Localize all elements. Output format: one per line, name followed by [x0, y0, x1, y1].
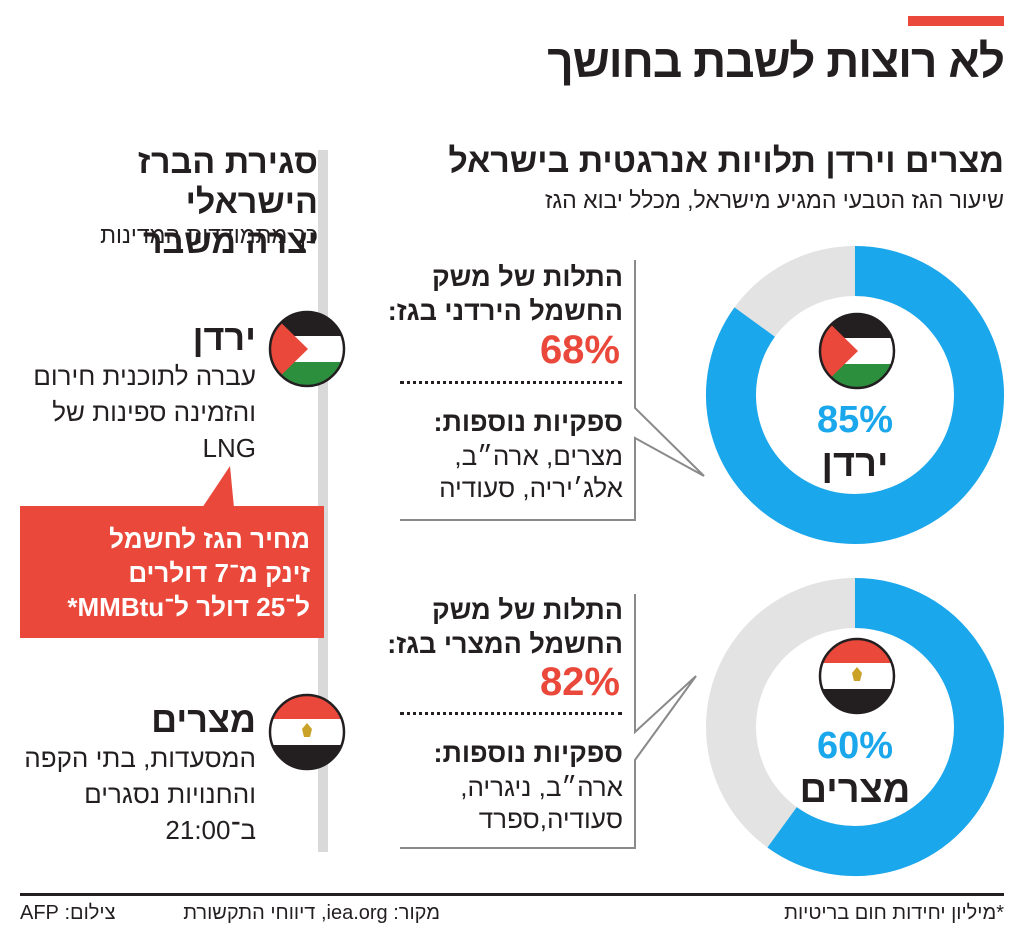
left-panel-header: סגירת הברז הישראלי יצרה משבר [18, 142, 318, 262]
egypt-value-label: 60% [816, 725, 894, 767]
price-callout-line2: זינק מ־7 דולרים [128, 558, 310, 588]
jordan-flag-icon [818, 312, 896, 390]
main-title: לא רוצות לשבת בחושך [547, 35, 1005, 87]
footer-source: מקור: iea.org, דיווחי התקשורת [183, 902, 440, 924]
red-callout-pointer [202, 466, 234, 508]
egypt-extra-text: ארה״ב, ניגריה, סעודיה,ספרד [460, 772, 623, 834]
right-panel-subheader: שיעור הגז הטבעי המגיע מישראל, מכלל יבוא … [545, 187, 1004, 213]
egypt-donut-chart [706, 578, 1004, 876]
jordan-donut-name: ירדן [821, 443, 889, 485]
jordan-dotted-divider [400, 381, 622, 384]
left-panel-subheader: כך מתמודדות המדינות [100, 222, 318, 248]
right-panel-header: מצרים וירדן תלויות אנרגטית בישראל [448, 142, 1004, 180]
price-callout-line3: ל־25 דולר ל־MMBtu* [67, 592, 310, 622]
footer-note: *מיליון יחידות חום בריטיות [784, 902, 1004, 924]
footer-photo-credit: צילום: AFP [20, 902, 116, 924]
jordan-value-label: 85% [816, 399, 894, 441]
egypt-dotted-divider [400, 712, 622, 715]
jordan-donut-slice [706, 246, 1004, 544]
jordan-box-pct: 68% [539, 328, 620, 372]
jordan-callout-outline [400, 260, 705, 521]
footer-rule [20, 893, 1004, 896]
accent-bar [908, 16, 1004, 26]
price-callout: מחיר הגז לחשמל זינק מ־7 דולרים ל־25 דולר… [20, 506, 324, 638]
egypt-flag-icon [818, 637, 896, 715]
jordan-extra-text: מצרים, ארה״ב, אלג׳יריה, סעודיה [439, 441, 623, 503]
panel-divider [318, 150, 328, 852]
egypt-left-name: מצרים [151, 699, 256, 740]
jordan-left-flag-icon [268, 310, 346, 388]
egypt-left-flag-icon [268, 693, 346, 771]
left-header-line2: יצרה משבר [142, 223, 318, 261]
jordan-left-name: ירדן [192, 317, 256, 358]
egypt-box-title: התלות של משק החשמל המצרי בגז: [387, 595, 623, 659]
jordan-box-title: התלות של משק החשמל הירדני בגז: [387, 262, 623, 326]
left-header-line1: סגירת הברז הישראלי [137, 143, 318, 221]
egypt-box-pct: 82% [539, 660, 620, 704]
price-callout-line1: מחיר הגז לחשמל [109, 524, 310, 554]
egypt-callout-outline [400, 594, 697, 849]
egypt-donut-name: מצרים [799, 769, 911, 811]
egypt-left-text: המסעדות, בתי הקפה והחנויות נסגרים ב־21:0… [24, 743, 256, 845]
jordan-left-text: עברה לתוכנית חירום והזמינה ספינות של LNG [33, 361, 256, 463]
egypt-extra-title: ספקיות נוספות: [433, 738, 623, 768]
egypt-donut-slice [767, 578, 1004, 876]
jordan-extra-title: ספקיות נוספות: [433, 407, 623, 437]
jordan-donut-chart [706, 246, 1004, 544]
